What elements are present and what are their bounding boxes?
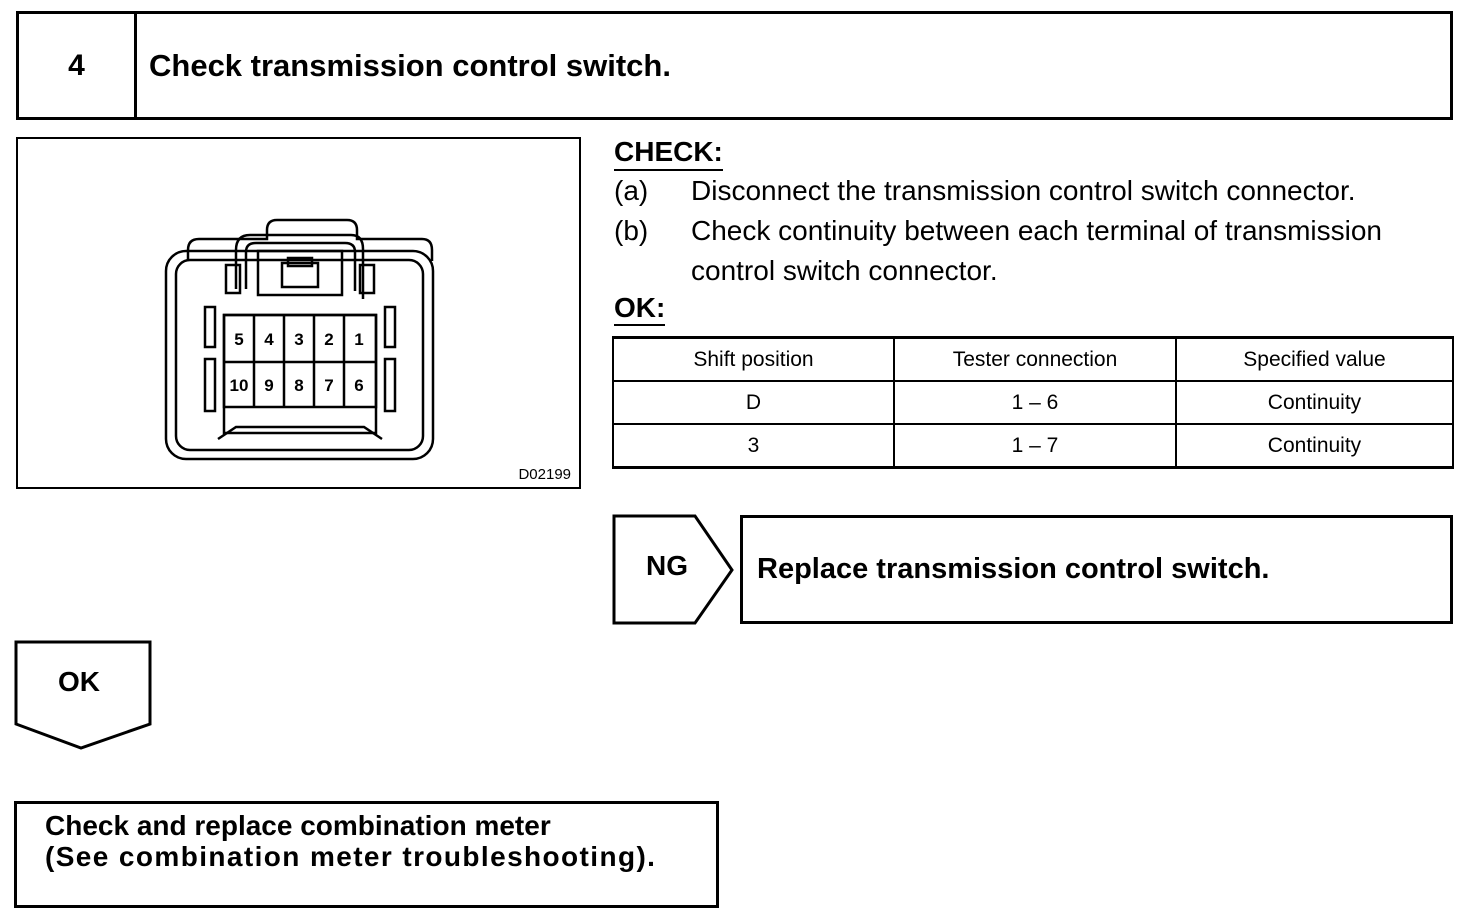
connector-diagram: 5 4 3 2 1 10 9 8 7 6 <box>164 218 435 461</box>
table-cell: 3 <box>612 423 895 469</box>
check-item-text: Disconnect the transmission control swit… <box>691 175 1356 206</box>
step-number: 4 <box>19 14 137 117</box>
column-header: Tester connection <box>893 336 1177 382</box>
ok-label: OK <box>58 666 100 697</box>
table-row: D 1 – 6 Continuity <box>612 380 1454 425</box>
pin-4: 4 <box>264 330 274 349</box>
ok-branch-tag: OK <box>14 640 154 757</box>
table-cell: Continuity <box>1175 423 1454 469</box>
step-header: 4 Check transmission control switch. <box>16 11 1453 120</box>
spec-table: Shift position Tester connection Specifi… <box>612 336 1454 469</box>
pin-1: 1 <box>354 330 363 349</box>
table-cell: Continuity <box>1175 380 1454 425</box>
column-header: Shift position <box>612 336 895 382</box>
column-header: Specified value <box>1175 336 1454 382</box>
step-title: Check transmission control switch. <box>149 47 671 83</box>
pin-8: 8 <box>294 376 303 395</box>
final-action-box: Check and replace combination meter (See… <box>14 801 719 908</box>
check-item-label: (b) <box>614 215 649 246</box>
ok-heading: OK: <box>614 292 666 326</box>
down-arrow-tag-shape <box>14 640 152 750</box>
pin-10: 10 <box>230 376 249 395</box>
pin-9: 9 <box>264 376 273 395</box>
table-cell: D <box>612 380 895 425</box>
figure-code: D02199 <box>518 466 571 483</box>
check-item-label: (a) <box>614 175 649 206</box>
ng-label: NG <box>646 550 688 581</box>
pin-6: 6 <box>354 376 363 395</box>
table-cell: 1 – 6 <box>893 380 1177 425</box>
pin-5: 5 <box>234 330 243 349</box>
final-line-1: Check and replace combination meter <box>45 810 551 841</box>
ng-action-box: Replace transmission control switch. <box>740 515 1453 624</box>
table-header-row: Shift position Tester connection Specifi… <box>612 336 1454 382</box>
pin-3: 3 <box>294 330 303 349</box>
right-arrow-tag-shape <box>612 514 734 625</box>
check-item-text: Check continuity between each terminal o… <box>691 215 1383 246</box>
pin-7: 7 <box>324 376 333 395</box>
check-item-text-continued: control switch connector. <box>691 255 998 286</box>
connector-figure: 5 4 3 2 1 10 9 8 7 6 D02199 <box>16 137 581 489</box>
pin-2: 2 <box>324 330 333 349</box>
table-row: 3 1 – 7 Continuity <box>612 423 1454 469</box>
ng-branch-tag: NG <box>612 514 736 631</box>
check-heading: CHECK: <box>614 135 723 171</box>
table-cell: 1 – 7 <box>893 423 1177 469</box>
final-line-2: (See combination meter troubleshooting). <box>45 841 657 872</box>
